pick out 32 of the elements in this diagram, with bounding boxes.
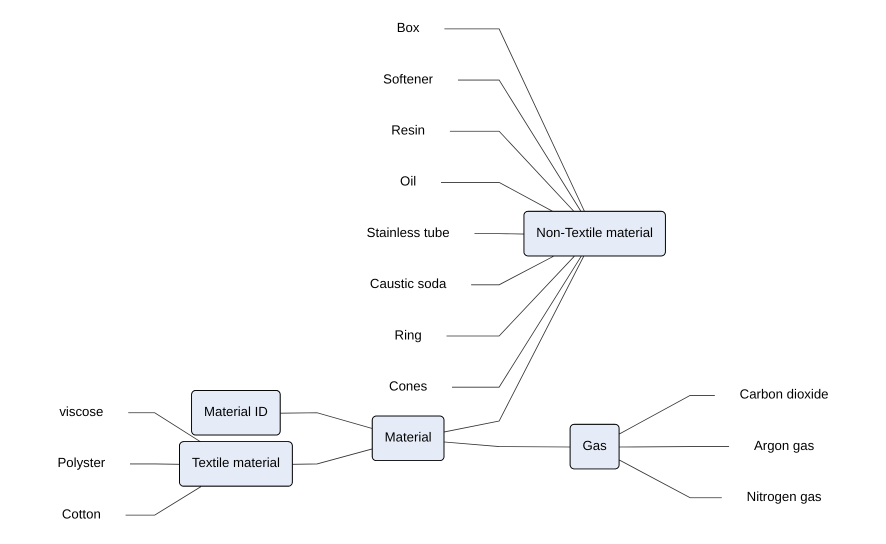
connector xyxy=(280,412,374,430)
node-text: Stainless tube xyxy=(366,226,450,240)
node-text: Caustic soda xyxy=(370,277,446,292)
connector xyxy=(130,464,180,465)
node-text: Carbon dioxide xyxy=(740,388,829,402)
node-text: Cones xyxy=(389,380,428,394)
node-text: Oil xyxy=(400,175,416,190)
node-text: Resin xyxy=(391,124,425,138)
connector xyxy=(125,486,202,516)
node-text: Cotton xyxy=(62,508,101,522)
node-text: Softener xyxy=(383,72,434,87)
connector xyxy=(128,412,202,442)
node-text: Polyster xyxy=(57,456,106,471)
connector xyxy=(446,256,575,336)
connector xyxy=(619,395,716,434)
connector xyxy=(619,446,730,448)
connector xyxy=(440,182,554,212)
connector xyxy=(444,442,571,448)
node-text: Box xyxy=(396,21,420,36)
connector xyxy=(457,80,582,212)
connector xyxy=(452,256,582,388)
node-text: Argon gas xyxy=(754,439,814,454)
connector xyxy=(474,233,525,234)
node-text: viscose xyxy=(59,405,104,420)
connector xyxy=(444,28,586,212)
connector xyxy=(444,256,584,432)
connector xyxy=(292,448,374,465)
node-text: Ring xyxy=(394,328,422,343)
connector xyxy=(470,256,554,286)
node-text: Nitrogen gas xyxy=(746,490,822,504)
connector xyxy=(619,460,722,498)
connector xyxy=(449,130,575,212)
